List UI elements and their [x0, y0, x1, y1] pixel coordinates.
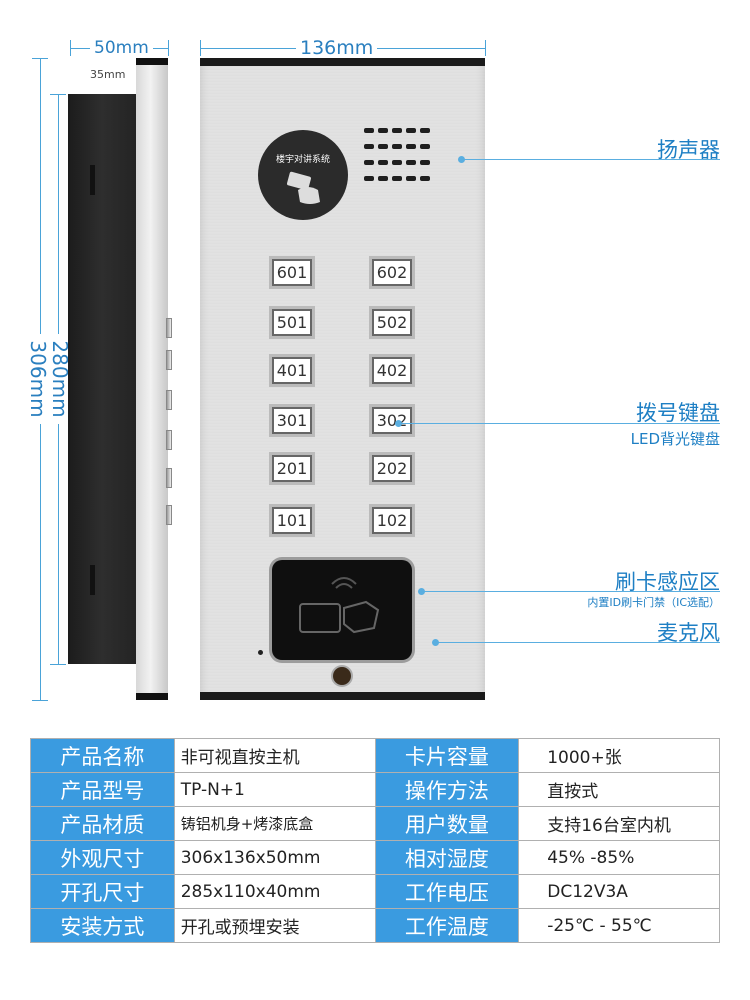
card-area-label: 刷卡感应区 — [615, 570, 720, 594]
key-301[interactable]: 301 — [272, 407, 312, 434]
plate-edge-top — [136, 58, 168, 65]
dim-tick — [32, 58, 48, 59]
spec-label: 相对湿度 — [374, 840, 520, 875]
side-key-nub — [166, 505, 172, 525]
spec-value: 285x110x40mm — [173, 874, 376, 909]
table-row: 外观尺寸 306x136x50mm 相对湿度 45% -85% — [30, 840, 720, 875]
keypad-sublabel: LED背光键盘 — [630, 430, 720, 448]
card-callout-line — [422, 591, 720, 592]
spec-value: TP-N+1 — [173, 772, 376, 807]
key-601[interactable]: 601 — [272, 259, 312, 286]
keypad-label: 拨号键盘 — [636, 401, 720, 425]
mic-callout-line — [436, 642, 720, 643]
side-notch — [90, 165, 95, 195]
spec-value: 铸铝机身+烤漆底盒 — [173, 806, 376, 841]
side-notch — [90, 565, 95, 595]
spec-value: -25℃ - 55℃ — [518, 908, 720, 943]
key-102[interactable]: 102 — [372, 507, 412, 534]
spec-label: 产品名称 — [30, 738, 175, 773]
card-callout-dot — [418, 588, 425, 595]
spec-value: DC12V3A — [518, 874, 720, 909]
dim-tick — [200, 40, 201, 56]
spec-label: 工作电压 — [374, 874, 520, 909]
speaker-grille-row — [364, 144, 434, 154]
spec-value: 直按式 — [518, 772, 720, 807]
key-502[interactable]: 502 — [372, 309, 412, 336]
spec-label: 工作温度 — [374, 908, 520, 943]
mic-label: 麦克风 — [657, 621, 720, 645]
key-401[interactable]: 401 — [272, 357, 312, 384]
spec-value: 1000+张 — [518, 738, 720, 773]
dim-tick — [168, 40, 169, 56]
side-key-nub — [166, 318, 172, 338]
dim-tick — [485, 40, 486, 56]
mic-hole — [258, 650, 263, 655]
spec-label: 卡片容量 — [374, 738, 520, 773]
speaker-grille-row — [364, 160, 434, 170]
side-view-box — [68, 94, 136, 664]
side-key-nub — [166, 430, 172, 450]
key-602[interactable]: 602 — [372, 259, 412, 286]
dim-tick — [50, 94, 66, 95]
side-key-nub — [166, 468, 172, 488]
spec-label: 外观尺寸 — [30, 840, 175, 875]
dim-width: 136mm — [296, 39, 378, 58]
spec-value: 45% -85% — [518, 840, 720, 875]
key-501[interactable]: 501 — [272, 309, 312, 336]
key-302[interactable]: 302 — [372, 407, 412, 434]
front-top-bar — [200, 58, 485, 66]
keypad-callout-dot — [395, 420, 402, 427]
side-key-nub — [166, 390, 172, 410]
dim-height-inner: 280mm — [48, 334, 72, 424]
dim-height-outer: 306mm — [26, 334, 50, 424]
spec-label: 操作方法 — [374, 772, 520, 807]
key-201[interactable]: 201 — [272, 455, 312, 482]
speaker-label: 扬声器 — [657, 138, 720, 162]
table-row: 产品型号 TP-N+1 操作方法 直按式 — [30, 772, 720, 807]
card-hand-icon — [287, 171, 320, 204]
spec-label: 安装方式 — [30, 908, 175, 943]
spec-label: 开孔尺寸 — [30, 874, 175, 909]
dim-tick — [70, 40, 71, 56]
logo-text: 楼宇对讲系统 — [275, 155, 330, 165]
side-key-nub — [166, 350, 172, 370]
mic-callout-dot — [432, 639, 439, 646]
spec-label: 产品型号 — [30, 772, 175, 807]
spec-label: 用户数量 — [374, 806, 520, 841]
spec-value: 非可视直按主机 — [173, 738, 376, 773]
indicator-light — [333, 667, 351, 685]
key-101[interactable]: 101 — [272, 507, 312, 534]
spec-value: 开孔或预埋安装 — [173, 908, 376, 943]
table-row: 开孔尺寸 285x110x40mm 工作电压 DC12V3A — [30, 874, 720, 909]
spec-table: 产品名称 非可视直按主机 卡片容量 1000+张 产品型号 TP-N+1 操作方… — [30, 738, 720, 943]
dim-depth-box: 35mm — [86, 66, 130, 84]
dim-tick — [50, 664, 66, 665]
table-row: 产品名称 非可视直按主机 卡片容量 1000+张 — [30, 738, 720, 773]
key-202[interactable]: 202 — [372, 455, 412, 482]
side-view-plate — [136, 58, 168, 700]
front-bottom-bar — [200, 692, 485, 700]
spec-label: 产品材质 — [30, 806, 175, 841]
dim-depth-total: 50mm — [90, 39, 153, 57]
speaker-grille-row — [364, 176, 434, 186]
card-swipe-icon — [299, 577, 380, 634]
front-panel: 楼宇对讲系统 601 602 501 502 401 402 301 302 2… — [200, 58, 485, 700]
card-area-sublabel: 内置ID刷卡门禁（IC选配） — [587, 596, 720, 609]
key-402[interactable]: 402 — [372, 357, 412, 384]
speaker-grille-row — [364, 128, 434, 138]
spec-value: 支持16台室内机 — [518, 806, 720, 841]
speaker-callout-line — [462, 159, 720, 160]
system-logo: 楼宇对讲系统 — [258, 130, 348, 220]
table-row: 产品材质 铸铝机身+烤漆底盒 用户数量 支持16台室内机 — [30, 806, 720, 841]
speaker-callout-dot — [458, 156, 465, 163]
keypad-callout-line — [399, 423, 720, 424]
dim-tick — [32, 700, 48, 701]
spec-value: 306x136x50mm — [173, 840, 376, 875]
table-row: 安装方式 开孔或预埋安装 工作温度 -25℃ - 55℃ — [30, 908, 720, 943]
card-reader[interactable] — [272, 560, 412, 660]
plate-edge-bottom — [136, 693, 168, 700]
